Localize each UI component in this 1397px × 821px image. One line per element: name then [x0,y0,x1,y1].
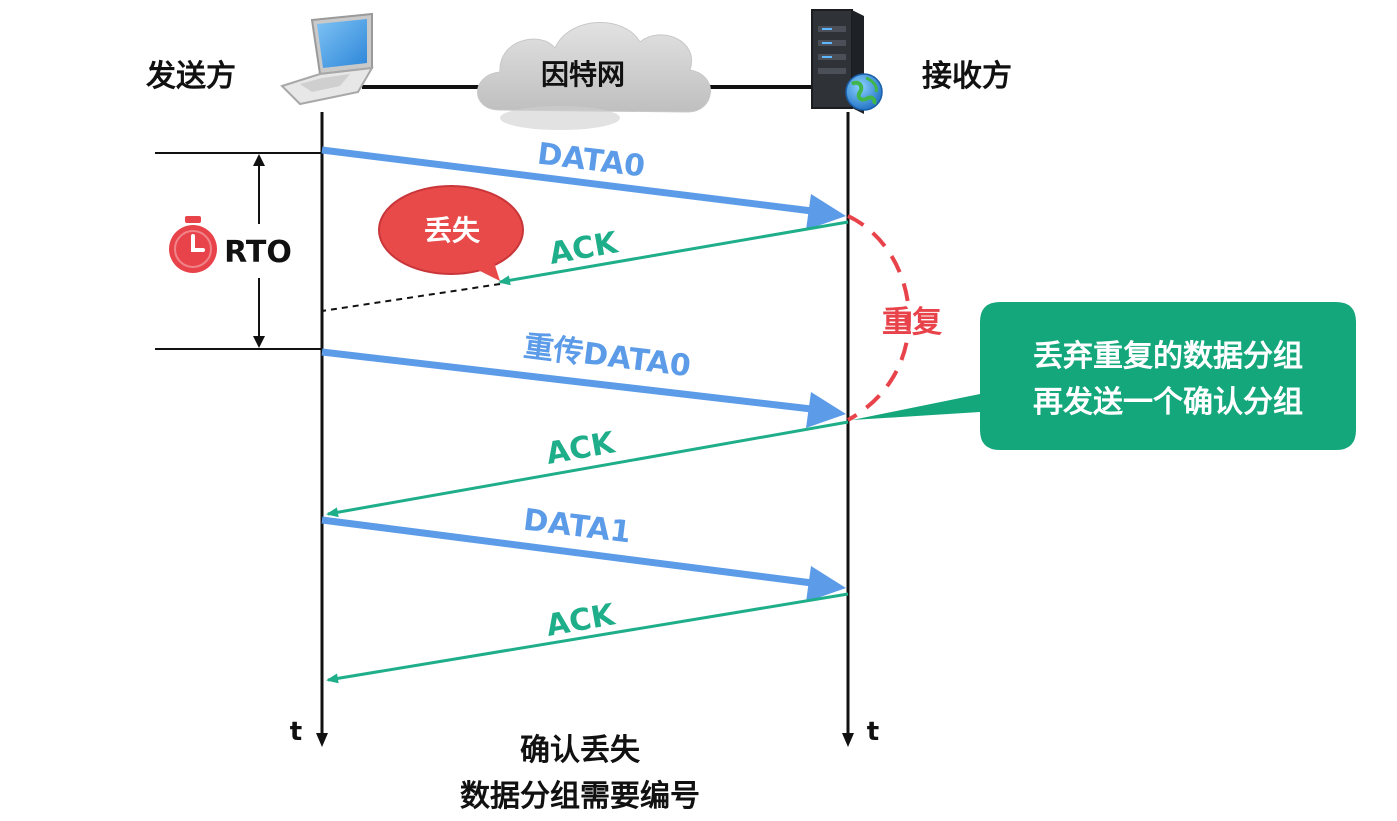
rto-label: RTO [224,235,292,270]
data1-arrow [321,516,846,602]
ack2-arrow [326,420,849,518]
sender-time-label: t [290,717,302,747]
duplicate-label: 重复 [882,305,942,340]
data1-label: DATA1 [521,503,632,551]
caption-line-1: 确认丢失 [520,733,641,768]
ack3-arrow [326,592,849,684]
ack1-arrow [498,220,849,286]
discard-callout [852,302,1356,450]
network-label: 因特网 [541,58,625,91]
receiver-label: 接收方 [922,59,1012,94]
lost-path [321,283,501,312]
lost-bubble [378,185,524,281]
ack1-label: ACK [547,225,622,272]
lost-label: 丢失 [424,214,481,247]
stopwatch-icon [169,216,217,273]
data0-arrow [321,146,846,230]
receiver-time-label: t [867,717,879,747]
cloud-icon [477,22,711,130]
duplicate-arc [847,214,911,422]
laptop-icon [280,12,374,106]
retransmit-arrow [321,348,846,428]
caption-line-2: 数据分组需要编号 [460,779,700,814]
ack3-label: ACK [544,597,619,644]
callout-line-2: 再发送一个确认分组 [1033,385,1303,420]
rto-bracket [155,152,322,350]
globe-icon [845,73,883,111]
sender-label: 发送方 [145,59,236,94]
callout-line-1: 丢弃重复的数据分组 [1033,339,1303,374]
